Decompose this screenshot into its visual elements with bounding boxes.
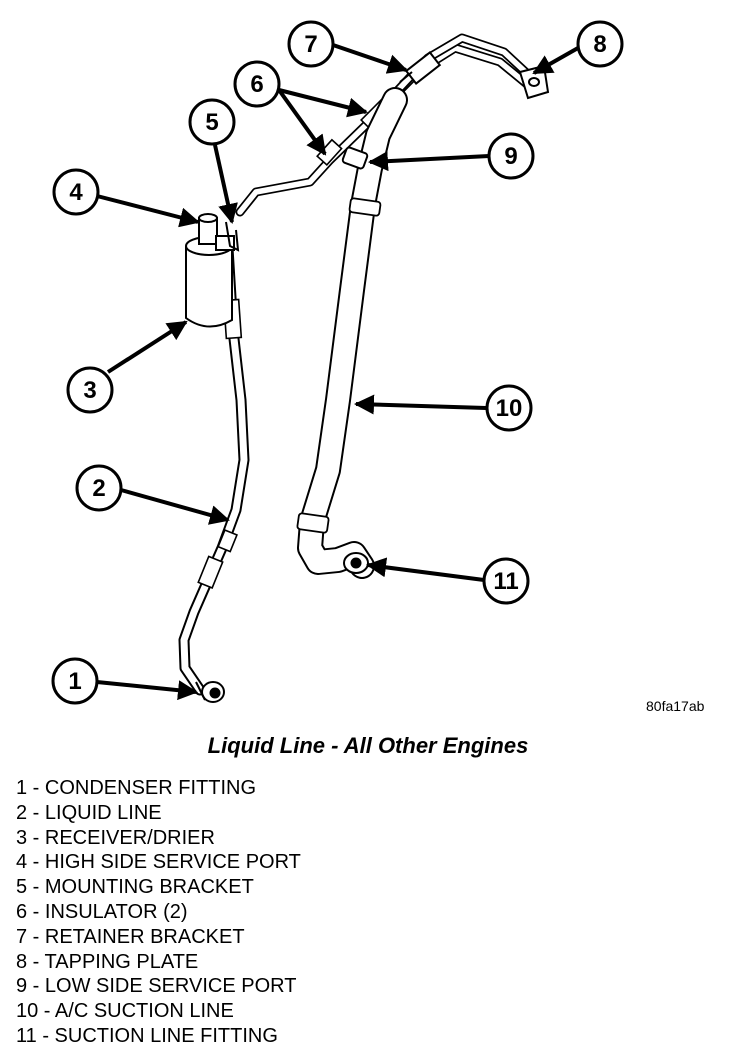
legend-item: 10 - A/C SUCTION LINE bbox=[16, 1000, 234, 1023]
callout-6: 6 bbox=[233, 60, 281, 108]
leader-arrows bbox=[96, 43, 579, 701]
legend-list: 1 - CONDENSER FITTING 2 - LIQUID LINE 3 … bbox=[16, 776, 301, 1049]
suction-line-fitting bbox=[343, 552, 369, 574]
svg-text:4: 4 bbox=[69, 179, 83, 206]
svg-text:5: 5 bbox=[205, 109, 218, 136]
figure-id: 80fa17ab bbox=[646, 698, 705, 714]
low-side-service-port bbox=[341, 146, 369, 170]
callout-11: 11 bbox=[482, 557, 530, 605]
callout-10: 10 bbox=[485, 384, 533, 432]
legend-item: 1 - CONDENSER FITTING bbox=[16, 777, 257, 799]
suction-line-collars bbox=[296, 197, 382, 534]
legend-item: 4 - HIGH SIDE SERVICE PORT bbox=[16, 851, 301, 874]
figure-caption: Liquid Line - All Other Engines bbox=[207, 733, 529, 758]
mounting-bracket bbox=[225, 221, 240, 252]
retainer-bracket bbox=[399, 51, 442, 85]
svg-text:3: 3 bbox=[83, 377, 96, 404]
svg-text:1: 1 bbox=[68, 668, 81, 695]
callout-3: 3 bbox=[66, 366, 114, 414]
callout-5: 5 bbox=[188, 98, 236, 146]
legend-item: 5 - MOUNTING BRACKET bbox=[16, 876, 254, 899]
svg-text:6: 6 bbox=[250, 71, 263, 98]
callout-4: 4 bbox=[52, 168, 100, 216]
callout-9: 9 bbox=[487, 132, 535, 180]
callout-2: 2 bbox=[75, 464, 123, 512]
legend-item: 7 - RETAINER BRACKET bbox=[16, 925, 245, 948]
legend-item: 9 - LOW SIDE SERVICE PORT bbox=[16, 975, 297, 998]
legend-item: 8 - TAPPING PLATE bbox=[16, 950, 199, 973]
legend-item: 2 - LIQUID LINE bbox=[16, 801, 162, 824]
svg-text:2: 2 bbox=[92, 475, 105, 502]
liquid-line-diagram: 1 2 3 4 5 6 7 8 9 10 11 bbox=[51, 20, 624, 705]
svg-text:11: 11 bbox=[493, 568, 518, 595]
callout-7: 7 bbox=[287, 20, 335, 68]
callout-8: 8 bbox=[576, 20, 624, 68]
svg-text:7: 7 bbox=[304, 31, 317, 58]
svg-text:10: 10 bbox=[496, 395, 523, 422]
legend-item: 6 - INSULATOR (2) bbox=[16, 900, 188, 923]
legend-item: 11 - SUCTION LINE FITTING bbox=[16, 1024, 278, 1047]
legend-item: 3 - RECEIVER/DRIER bbox=[16, 826, 215, 849]
svg-text:9: 9 bbox=[504, 143, 517, 170]
callout-1: 1 bbox=[51, 657, 99, 705]
svg-text:8: 8 bbox=[593, 31, 606, 58]
